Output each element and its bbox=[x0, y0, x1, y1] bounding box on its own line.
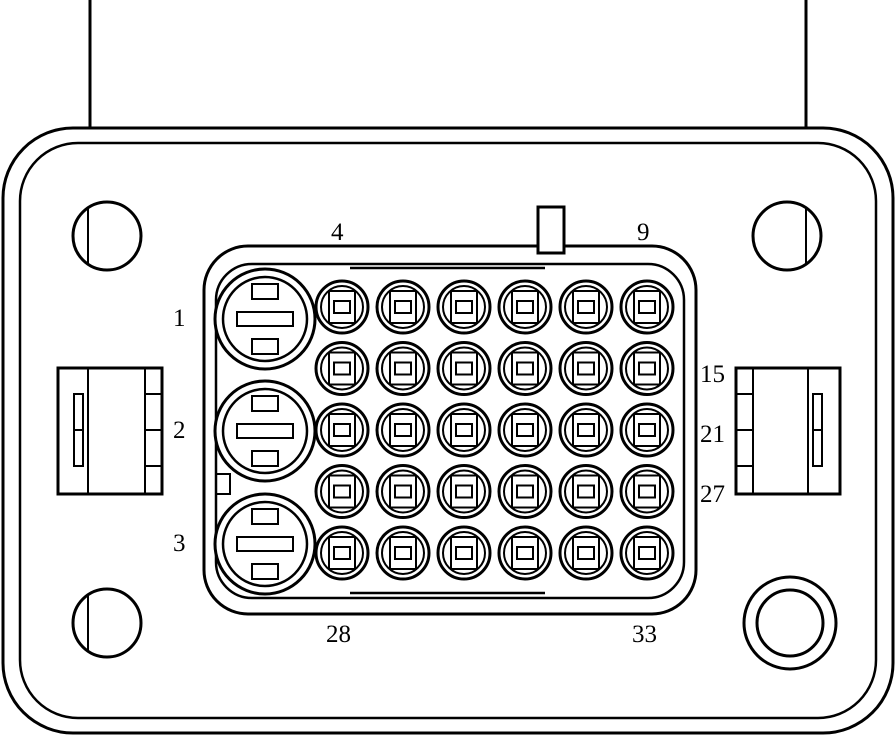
pin-label-28: 28 bbox=[326, 621, 351, 648]
pin-label-15: 15 bbox=[700, 361, 725, 388]
small-cavity bbox=[314, 402, 370, 458]
small-cavity bbox=[436, 464, 492, 519]
small-cavity bbox=[436, 341, 492, 396]
pin-label-33: 33 bbox=[632, 621, 657, 648]
small-cavity bbox=[314, 341, 370, 396]
small-cavity bbox=[314, 279, 370, 335]
latch-left bbox=[56, 366, 164, 496]
rear-housing bbox=[88, 0, 808, 138]
small-cavity bbox=[558, 402, 614, 458]
small-cavity-grid bbox=[314, 279, 675, 581]
small-cavity bbox=[497, 525, 553, 581]
small-cavity bbox=[497, 341, 553, 396]
small-cavity bbox=[375, 464, 431, 519]
small-cavity bbox=[558, 279, 614, 335]
mounting-hole-top-right bbox=[751, 200, 823, 272]
small-cavity bbox=[375, 402, 431, 458]
pin-label-21: 21 bbox=[700, 421, 725, 448]
pin-label-2: 2 bbox=[173, 417, 186, 444]
small-cavity bbox=[314, 525, 370, 581]
large-cavity bbox=[213, 379, 317, 483]
small-cavity bbox=[436, 402, 492, 458]
mounting-hole-bottom-left bbox=[71, 587, 143, 659]
large-cavity bbox=[213, 267, 317, 371]
pin-label-9: 9 bbox=[637, 219, 650, 246]
polarization-key bbox=[536, 205, 566, 255]
large-cavity bbox=[213, 492, 317, 596]
small-cavity bbox=[558, 525, 614, 581]
small-cavity bbox=[558, 341, 614, 396]
small-cavity bbox=[619, 279, 675, 335]
left-notch bbox=[216, 473, 231, 495]
small-cavity bbox=[619, 525, 675, 581]
small-cavity bbox=[497, 402, 553, 458]
small-cavity bbox=[375, 525, 431, 581]
small-cavity bbox=[619, 341, 675, 396]
small-cavity bbox=[497, 279, 553, 335]
small-cavity bbox=[497, 464, 553, 519]
large-cavity-group bbox=[213, 267, 317, 596]
small-cavity bbox=[436, 279, 492, 335]
pin-label-1: 1 bbox=[173, 305, 186, 332]
small-cavity bbox=[375, 341, 431, 396]
small-cavity bbox=[436, 525, 492, 581]
small-cavity bbox=[375, 279, 431, 335]
pin-label-4: 4 bbox=[331, 219, 344, 246]
pin-label-3: 3 bbox=[173, 530, 186, 557]
small-cavity bbox=[619, 464, 675, 519]
small-cavity bbox=[619, 402, 675, 458]
small-cavity bbox=[314, 464, 370, 519]
mounting-hole-top-left bbox=[71, 200, 143, 272]
flange-inner bbox=[18, 141, 878, 720]
latch-right bbox=[734, 366, 842, 496]
mounting-hole-bottom-right bbox=[742, 575, 838, 671]
pin-label-27: 27 bbox=[700, 481, 725, 508]
small-cavity bbox=[558, 464, 614, 519]
